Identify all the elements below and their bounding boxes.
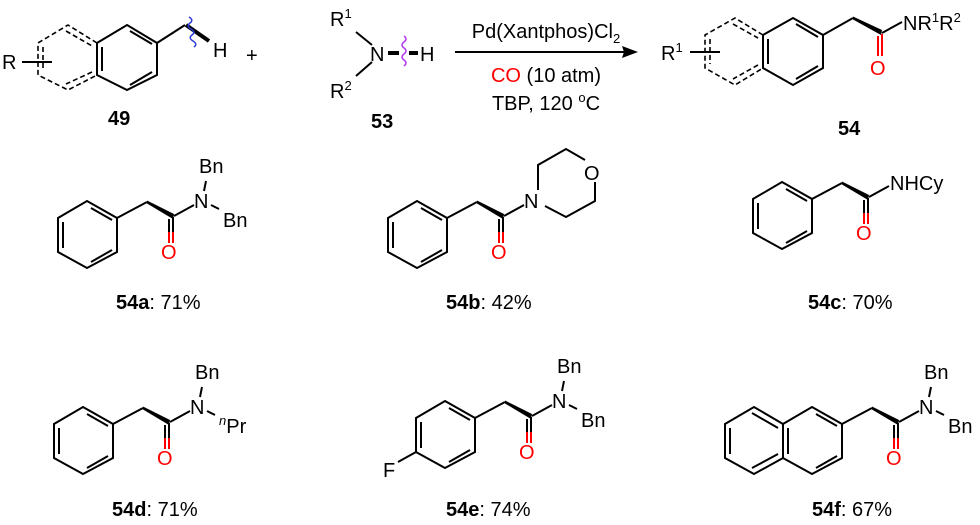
r2-label: R2 [330,78,352,103]
amine-label: NHCy [890,173,943,195]
substituent-bn: Bn [948,416,972,438]
hydrogen-label: H [420,44,434,66]
nitrogen-label: N [370,44,384,66]
oxygen-label: O [870,58,886,80]
plus-sign: + [246,45,258,67]
nitrogen-label: N [190,397,204,419]
substituent-bn: Bn [195,362,219,384]
substituent-bn: Bn [924,362,948,384]
nitrogen-label: N [919,397,933,419]
substituent-bn: Bn [199,156,223,178]
oxygen-label: O [157,448,173,470]
nitrogen-label: N [194,191,208,213]
example-54a: O N Bn Bn [57,156,247,269]
substituent-bn: Bn [581,410,605,432]
reaction-arrow: Pd(Xantphos)Cl2 CO (10 atm) TBP, 120 oC [455,21,638,115]
yield-label-54d: 54d: 71% [112,499,198,521]
substituent-bn: Bn [223,210,247,232]
bond-cleavage-wave-icon [187,16,197,48]
yield-label-54e: 54e: 74% [446,499,531,521]
oxygen-label: O [491,242,507,264]
nitrogen-label: N [552,391,566,413]
compound-label-49: 49 [108,108,130,130]
oxygen-label: O [161,242,177,264]
yield-label-54f: 54f: 67% [812,499,892,521]
substituent-npr: nPr [219,413,247,438]
nitrogen-label: N [524,191,538,213]
example-54e: F O N Bn Bn [383,356,605,482]
example-54b: O N O [387,147,600,269]
substituent-r: R [2,52,16,74]
reactant-49: R H 49 [2,16,227,130]
reactant-53: R1 N R2 H 53 [330,6,434,133]
yield-label-54c: 54c: 70% [808,292,893,314]
catalyst-label: Pd(Xantphos)Cl2 [472,21,620,46]
example-54f: O N Bn Bn [724,362,972,476]
yield-label-54b: 54b: 42% [446,292,532,314]
r1-label: R1 [330,6,352,31]
amide-label: NR1R2 [903,10,961,35]
compound-label-54: 54 [838,118,861,140]
example-54c: O NHCy [752,173,943,250]
conditions-label: TBP, 120 oC [492,90,600,115]
bond-cleavage-wave-icon [401,35,407,67]
ring-oxygen-label: O [584,163,600,185]
compound-label-53: 53 [371,111,393,133]
oxygen-label: O [856,223,872,245]
product-54: R1 O NR1R2 54 [661,10,961,140]
example-54d: O N Bn nPr [53,362,247,475]
substituent-bn: Bn [557,356,581,378]
oxygen-label: O [519,442,535,464]
oxygen-label: O [886,448,902,470]
co-label: CO (10 atm) [491,65,601,87]
r1-label: R1 [661,40,683,65]
yield-label-54a: 54a: 71% [116,292,201,314]
fluorine-label: F [383,460,395,482]
hydrogen-label: H [213,40,227,62]
